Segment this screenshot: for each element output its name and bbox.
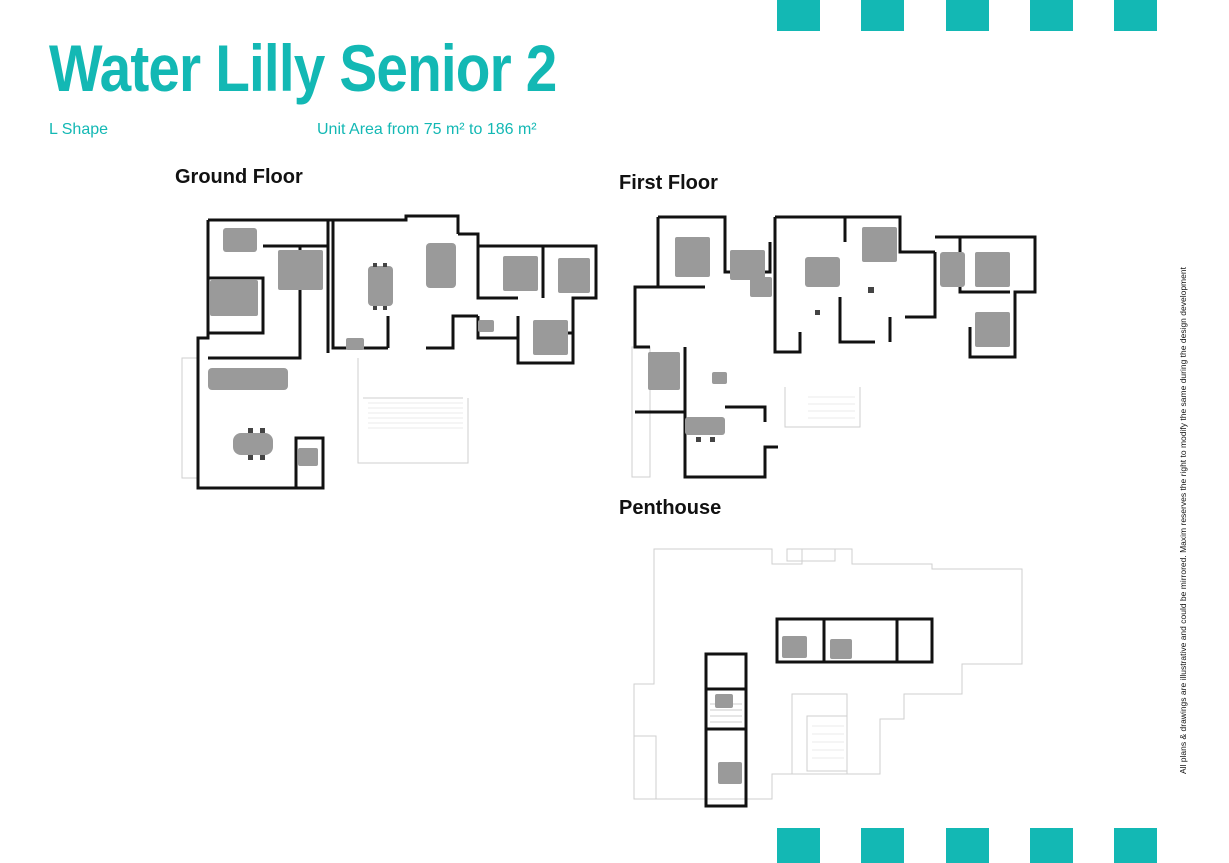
decor-square [861,828,904,863]
first-floor-label: First Floor [619,172,718,194]
penthouse-label: Penthouse [619,497,722,519]
ground-floor-plan [178,208,598,493]
page-title: Water Lilly Senior 2 [49,31,557,105]
decor-square [777,828,820,863]
decor-square [777,0,820,31]
decor-square [1030,0,1073,31]
first-floor-plan [630,212,1042,480]
decor-square [1030,828,1073,863]
decor-square [946,0,989,31]
disclaimer-text: All plans & drawings are illustrative an… [1178,267,1188,774]
decor-square [946,828,989,863]
unit-area: Unit Area from 75 m² to 186 m² [317,121,537,138]
penthouse-plan [632,544,1040,809]
ground-floor-label: Ground Floor [175,166,303,188]
decor-square [861,0,904,31]
decor-square [1114,828,1157,863]
decor-square [1114,0,1157,31]
unit-shape: L Shape [49,121,109,138]
